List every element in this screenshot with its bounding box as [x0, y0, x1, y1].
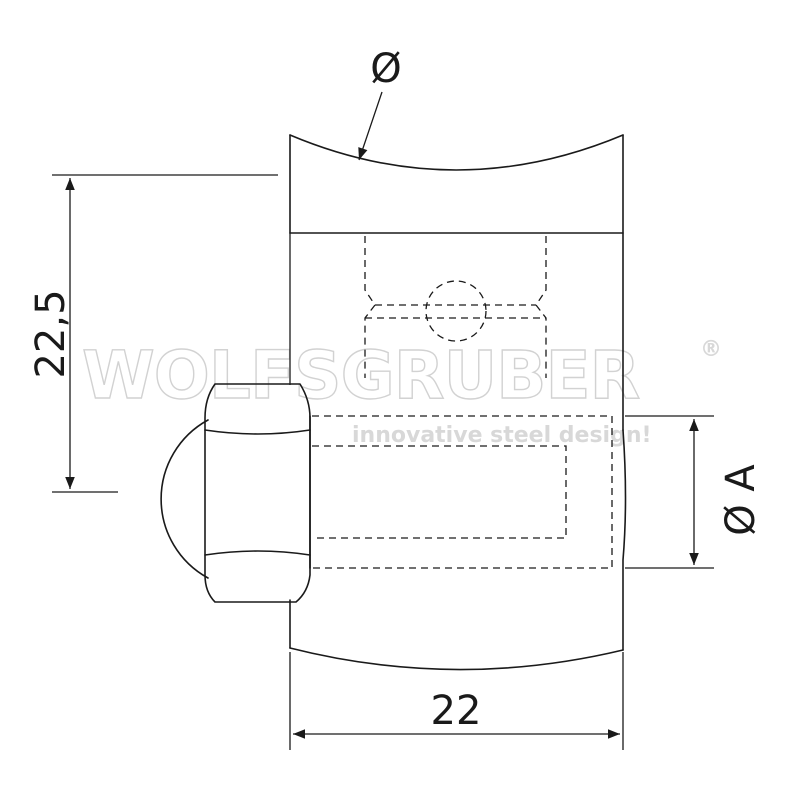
clamp-bottom-saddle-curve: [289, 647, 624, 671]
acorn-nut: [160, 383, 311, 603]
clamp-body-top-sides: [289, 134, 624, 431]
diameter-symbol-label: Ø: [370, 46, 401, 92]
watermark-registered-mark: ®: [700, 337, 722, 362]
bore-dimension-label: Ø A: [718, 464, 764, 536]
hidden-bolt-thread: [312, 445, 567, 539]
hidden-bore-outer: [312, 415, 613, 569]
clamp-right-edge-lower: [622, 429, 627, 651]
acorn-nut-dome: [160, 419, 209, 579]
watermark-brand: WOLFSGRUBER: [82, 337, 640, 414]
watermark-tagline: innovative steel design!: [352, 423, 652, 448]
acorn-nut-hex-faces: [204, 429, 311, 556]
width-dimension-label: 22: [431, 688, 482, 734]
hidden-cross-hole: [425, 280, 487, 342]
dimensions: Ø 22,5 22 Ø A: [28, 46, 764, 750]
clamp-body: [289, 134, 627, 671]
watermark: WOLFSGRUBER ® innovative steel design!: [81, 336, 722, 448]
hidden-slot-inner: [365, 304, 546, 319]
acorn-nut-hex-body: [204, 383, 311, 603]
clamp-top-saddle-curve: [289, 134, 624, 171]
diameter-leader-arrow: [358, 91, 383, 161]
height-dimension-label: 22,5: [28, 289, 74, 378]
